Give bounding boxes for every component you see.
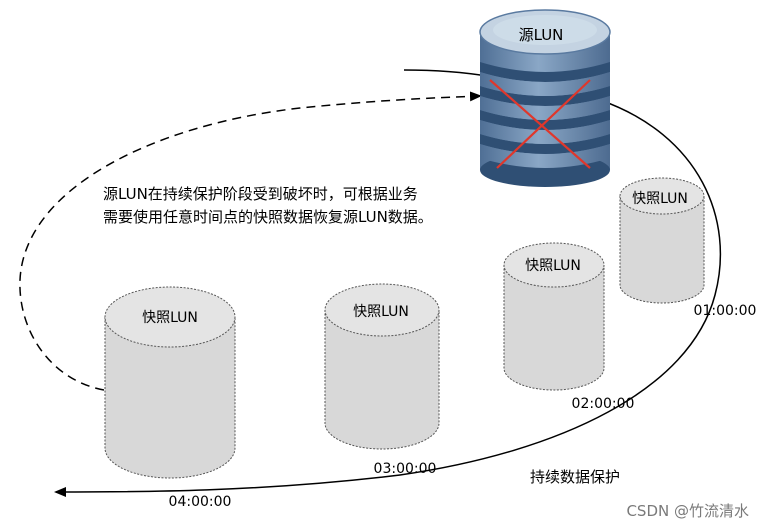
snapshot-lun-2-time: 02:00:00: [572, 396, 635, 412]
snapshot-lun-3-time: 03:00:00: [374, 461, 437, 477]
snapshot-lun-1: [619, 177, 705, 304]
source-lun-icon: [479, 9, 611, 187]
damage-cross-icon: [489, 79, 591, 169]
recovery-note-line-1: 源LUN在持续保护阶段受到破坏时，可根据业务: [103, 185, 418, 203]
snapshot-lun-1-label: 快照LUN: [632, 191, 688, 207]
source-lun-label: 源LUN: [519, 26, 564, 44]
watermark: CSDN @竹流清水: [626, 502, 749, 520]
recovery-path: [19, 91, 482, 391]
snapshot-lun-3-label: 快照LUN: [353, 304, 409, 320]
recovery-note: 源LUN在持续保护阶段受到破坏时，可根据业务 需要使用任意时间点的快照数据恢复源…: [103, 183, 523, 229]
snapshot-lun-4: [104, 286, 236, 479]
snapshot-lun-2: [503, 242, 605, 391]
snapshot-lun-4-label: 快照LUN: [142, 310, 198, 326]
snapshot-lun-3: [324, 283, 440, 450]
snapshot-lun-2-label: 快照LUN: [525, 258, 581, 274]
recovery-note-line-2: 需要使用任意时间点的快照数据恢复源LUN数据。: [103, 208, 433, 226]
timeline-label: 持续数据保护: [530, 468, 620, 486]
snapshot-lun-4-time: 04:00:00: [169, 494, 232, 510]
snapshot-lun-1-time: 01:00:00: [694, 303, 757, 319]
